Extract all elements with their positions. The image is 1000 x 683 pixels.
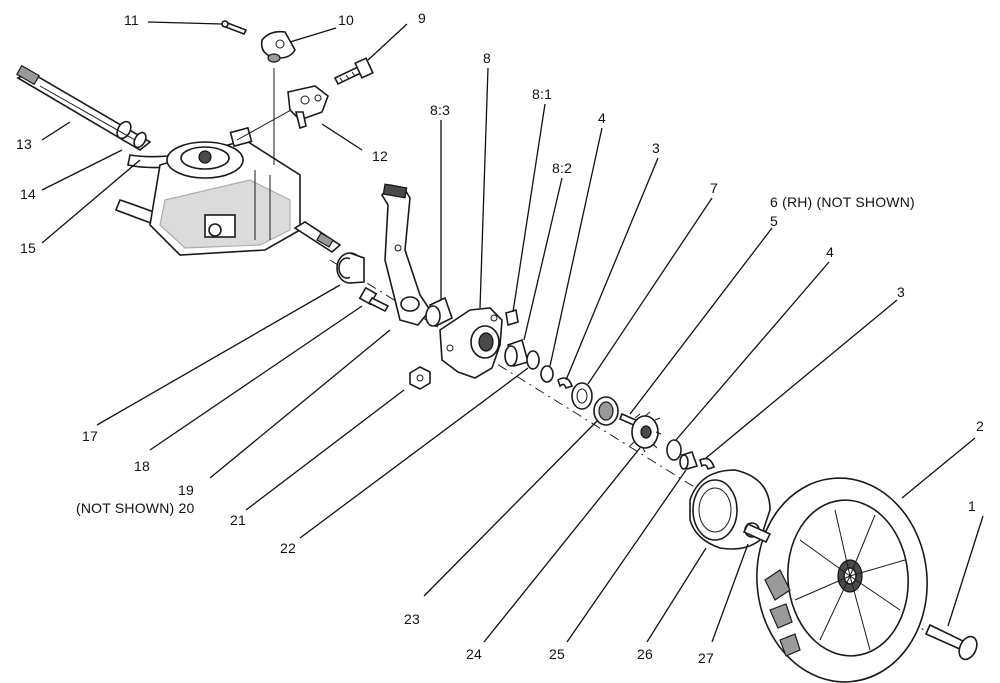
retaining-ring-part-3-upper: [557, 377, 574, 390]
drive-shaft-part-13: [16, 64, 152, 151]
label-part-8: 8: [483, 50, 491, 66]
shaft-stub-part-27: [742, 522, 772, 544]
knob-part-10: [260, 30, 296, 63]
transmission-gearbox: [149, 126, 301, 256]
washer-part-22: [526, 350, 540, 370]
label-part-11: 11: [124, 12, 139, 28]
nut-part-21: [409, 366, 431, 390]
label-part-15: 15: [20, 240, 36, 256]
bushing-part-8-2: [504, 338, 529, 367]
label-part-5: 5: [770, 213, 778, 229]
label-part-22: 22: [280, 540, 296, 556]
label-part-7: 7: [710, 180, 718, 196]
label-part-17: 17: [82, 428, 98, 444]
label-part-4-lower: 4: [826, 244, 834, 260]
wheel-part-2: [756, 477, 928, 683]
washer-part-4-lower: [666, 439, 682, 461]
gear-part-23: [629, 411, 662, 453]
label-part-21: 21: [230, 512, 246, 528]
label-part-13: 13: [16, 136, 32, 152]
label-part-4-upper: 4: [598, 110, 606, 126]
label-part-25: 25: [549, 646, 565, 662]
label-part-3-lower: 3: [897, 284, 905, 300]
label-part-24: 24: [466, 646, 482, 662]
cable-line: [236, 104, 301, 141]
leader-lines: [41, 21, 984, 643]
spacer-part-25: [679, 451, 699, 470]
label-part-18: 18: [134, 458, 150, 474]
label-part-8-2: 8:2: [552, 160, 573, 176]
label-part-12: 12: [372, 148, 388, 164]
label-part-6: 6 (RH) (NOT SHOWN): [770, 194, 915, 210]
label-part-27: 27: [698, 650, 714, 666]
label-part-14: 14: [20, 186, 36, 202]
bushing-part-17: [336, 252, 365, 284]
retaining-ring-part-3-lower: [699, 457, 716, 471]
cotter-pin-part-11: [221, 20, 248, 36]
bolt-part-18: [358, 286, 390, 313]
label-part-8-1: 8:1: [532, 86, 553, 102]
bearing-part-24: [593, 396, 619, 426]
washer-part-7: [571, 382, 593, 410]
label-part-1: 1: [968, 498, 976, 514]
label-part-2: 2: [976, 418, 984, 434]
label-part-9: 9: [418, 10, 426, 26]
bolt-part-9: [333, 57, 374, 86]
wheel-bolt-part-1: [924, 623, 978, 661]
wheel-bracket-part-8: [439, 307, 503, 379]
nut-hole: [416, 374, 424, 382]
label-part-8-3: 8:3: [430, 102, 451, 118]
label-part-19: 19: [178, 482, 194, 498]
bracket-part-12: [287, 85, 329, 130]
washer-part-4-upper: [540, 365, 554, 383]
label-part-20: (NOT SHOWN) 20: [76, 500, 195, 516]
grease-fitting-part-8-1: [505, 308, 519, 327]
label-part-26: 26: [637, 646, 653, 662]
spacer-part-8-3: [425, 296, 453, 328]
label-part-3-upper: 3: [652, 140, 660, 156]
label-part-10: 10: [338, 12, 354, 28]
label-part-23: 23: [404, 611, 420, 627]
gearbox-output-axle: [293, 221, 342, 254]
adjuster-plate-part-19: [381, 183, 431, 326]
